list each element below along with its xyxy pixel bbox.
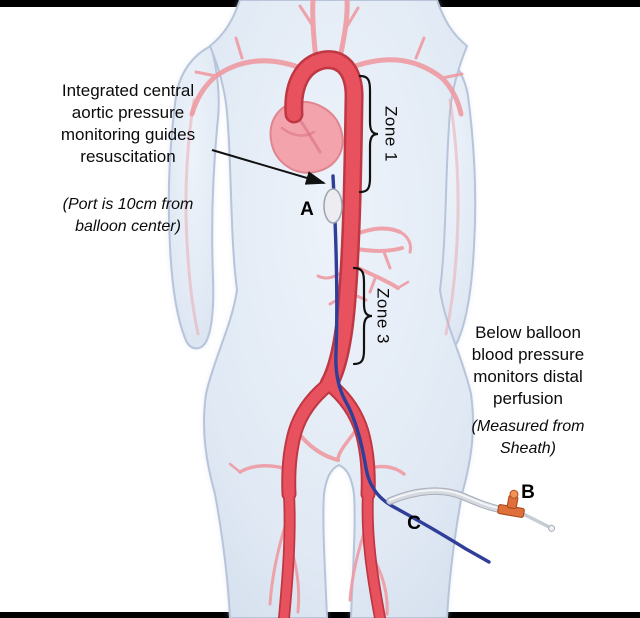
annotation-arrow [211,149,326,185]
left-femoral-artery [279,489,294,618]
aorta-main [286,52,362,391]
annotation-line: monitors distal [473,367,583,386]
annotation-note-line: (Measured from [471,418,585,435]
left-arm [167,44,220,350]
zone3-label: Zone 3 [374,288,393,344]
annotation-line: aortic pressure [71,103,185,122]
annotation-line: blood pressure [471,345,585,364]
annotation-line: Integrated central [61,81,195,100]
right-annotation: Below balloon blood pressure monitors di… [443,322,613,460]
left-iliac-artery [283,378,335,500]
sheath-marker-label: B [521,482,535,503]
sheath-stopcock [497,489,556,532]
insertion-marker-label: C [407,513,421,534]
hub-extension-line [521,512,551,529]
annotation-line: Below balloon [475,323,581,342]
zone1-brace [358,74,379,194]
hub-tip [548,524,556,532]
catheter-line [331,174,491,564]
zone3-brace [352,266,373,366]
annotation-note-line: (Port is 10cm from [62,196,194,213]
sheath-tube [386,487,508,514]
stopcock-knob [509,489,519,499]
annotation-line: monitoring guides [60,125,196,144]
left-annotation-note: (Port is 10cm from balloon center) [16,194,240,238]
annotation-line: resuscitation [80,147,176,166]
faint-arm-vessels [184,98,460,336]
annotation-note-line: balloon center) [75,218,181,235]
zone1-label: Zone 1 [382,106,401,162]
left-annotation: Integrated central aortic pressure monit… [16,80,240,238]
annotation-note-line: Sheath) [499,440,557,457]
reboa-balloon [323,188,343,224]
annotation-line: perfusion [493,389,563,408]
right-annotation-note: (Measured from Sheath) [443,416,613,460]
balloon-marker-label: A [300,199,314,220]
right-femoral-artery [363,489,385,618]
